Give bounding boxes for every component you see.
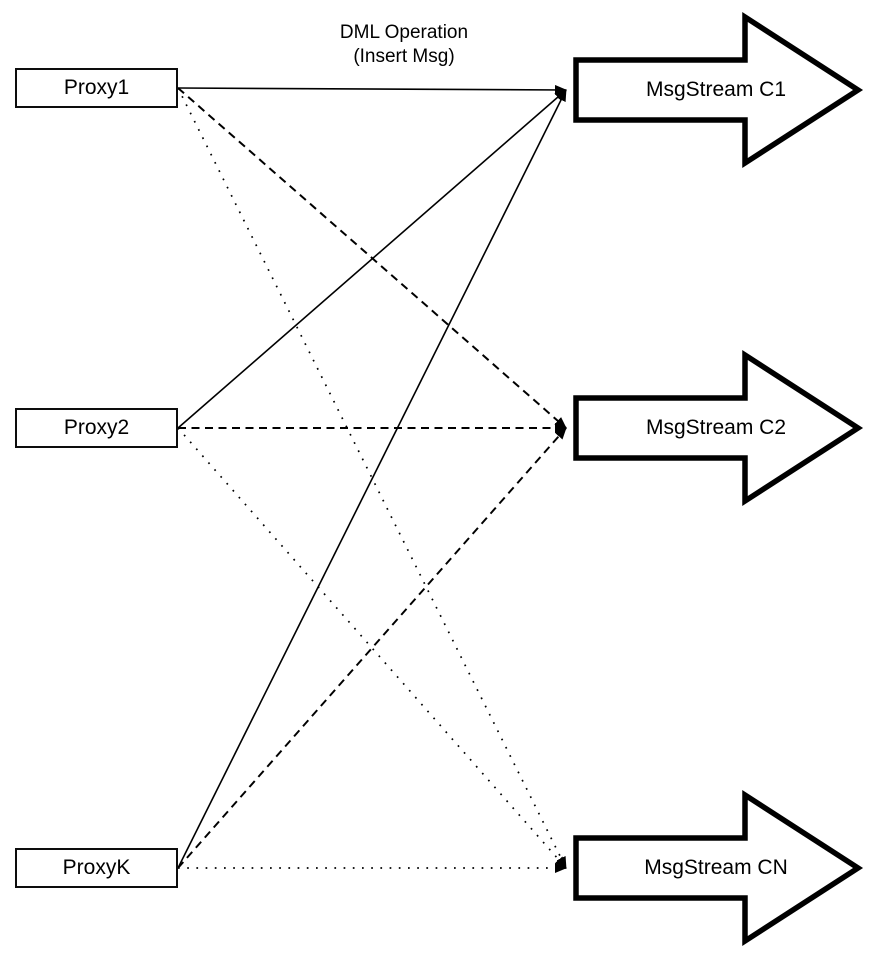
diagram-title-line-1: DML Operation (339, 22, 469, 43)
diagram-title-line-2: (Insert Msg) (353, 46, 455, 67)
msgstream-cn-block-arrow (573, 789, 864, 947)
proxy1-node: Proxy1 (15, 68, 178, 108)
proxyk-label: ProxyK (62, 856, 131, 879)
edge-proxy1-to-c1-solid (177, 84, 567, 95)
stream-shape-group (573, 11, 864, 947)
edge-proxy2-to-cn-dotted (177, 427, 567, 869)
diagram-title: DML Operation (Insert Msg) (284, 21, 524, 69)
msgstream-c2-block-arrow (573, 349, 864, 507)
edge-proxyK-to-c1-solid (177, 89, 567, 869)
edge-proxy2-to-c1-solid (177, 89, 567, 429)
proxy1-label: Proxy1 (63, 76, 130, 99)
proxy2-label: Proxy2 (63, 416, 130, 439)
proxy2-node: Proxy2 (15, 408, 178, 448)
proxyk-node: ProxyK (15, 848, 178, 888)
edge-group (177, 84, 567, 873)
edge-proxyK-to-c2-dashed (177, 427, 567, 869)
msgstream-c1-block-arrow (573, 11, 864, 169)
